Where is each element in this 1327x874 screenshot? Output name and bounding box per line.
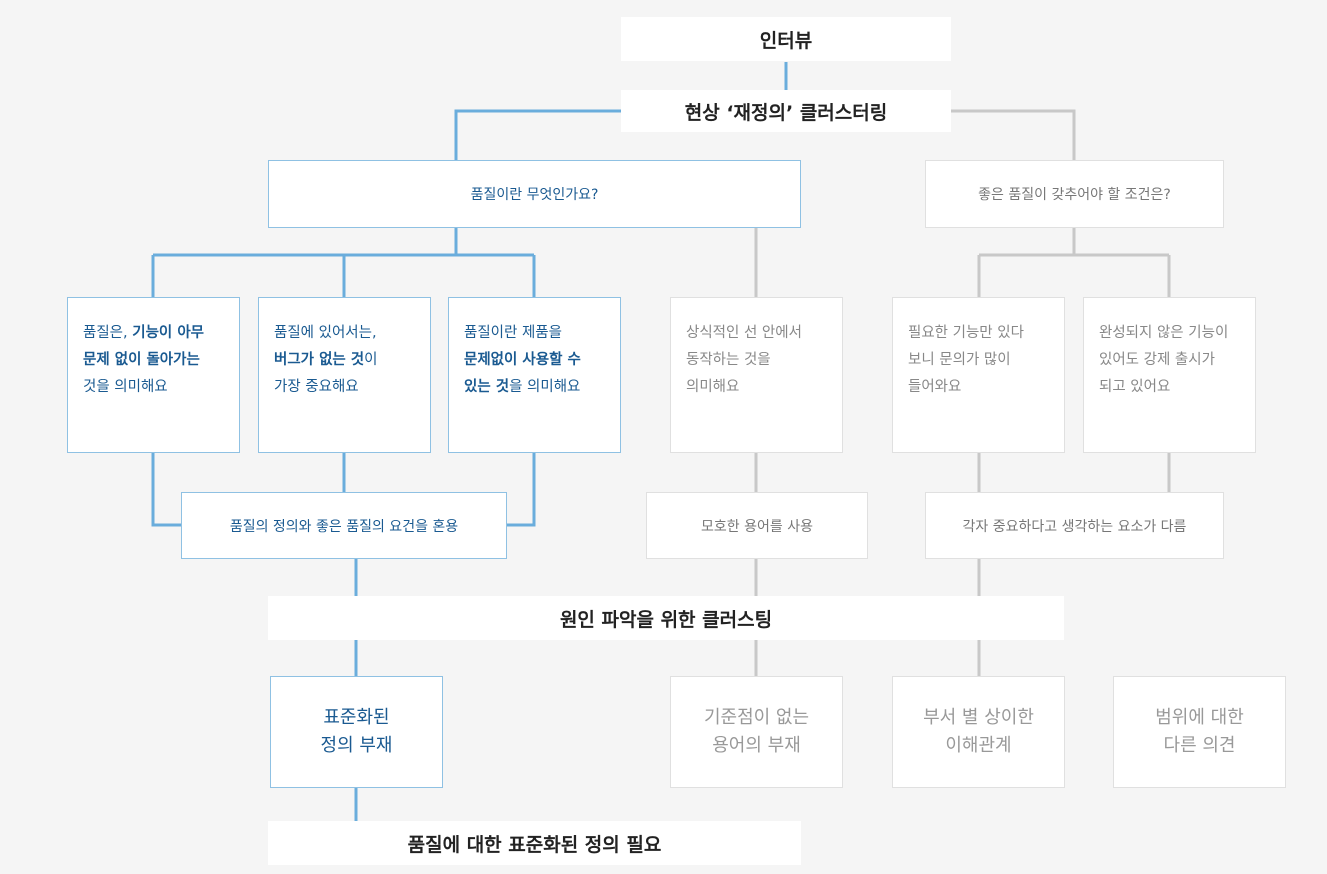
cause-2-line-1: 기준점이 없는	[703, 707, 810, 728]
summary-vague: 모호한 용어를 사용	[646, 492, 868, 559]
answer-card-4: 상식적인 선 안에서 동작하는 것을 의미해요	[670, 297, 843, 453]
answer-4-line-2: 동작하는 것을	[686, 352, 771, 368]
cause-card-3: 부서 별 상이한 이해관계	[892, 676, 1065, 788]
summary-mixed: 품질의 정의와 좋은 품질의 요건을 혼용	[181, 492, 507, 559]
cause-1-line-2: 정의 부재	[320, 735, 393, 756]
answer-4-line-3: 의미해요	[686, 379, 740, 395]
question-conditions: 좋은 품질이 갖추어야 할 조건은?	[925, 160, 1224, 228]
answer-2-line-3: 가장 중요해요	[274, 379, 359, 395]
line-conditions-branch	[977, 228, 1171, 297]
answer-1-line-2: 문제 없이 돌아가는	[83, 352, 200, 368]
line-question-branch	[151, 228, 536, 297]
cause-4-line-1: 범위에 대한	[1155, 707, 1244, 728]
answer-card-5: 필요한 기능만 있다 보니 문의가 많이 들어와요	[892, 297, 1065, 453]
answer-4-line-1: 상식적인 선 안에서	[686, 325, 802, 341]
cause-3-line-1: 부서 별 상이한	[923, 707, 1034, 728]
answer-5-line-1: 필요한 기능만 있다	[908, 325, 1024, 341]
answer-3-line-2: 문제없이 사용할 수	[464, 352, 581, 368]
answer-3-line-1: 품질이란 제품을	[464, 325, 562, 341]
question-what-is-quality: 품질이란 무엇인가요?	[268, 160, 801, 228]
line-clustering-left	[454, 109, 622, 160]
answer-3-line-3: 있는 것을 의미해요	[464, 379, 581, 395]
cause-card-2: 기준점이 없는 용어의 부재	[670, 676, 843, 788]
line-answers-to-mixed	[151, 453, 536, 527]
answer-card-2: 품질에 있어서는, 버그가 없는 것이 가장 중요해요	[258, 297, 431, 453]
answer-card-6: 완성되지 않은 기능이 있어도 강제 출시가 되고 있어요	[1083, 297, 1256, 453]
interview-header: 인터뷰	[621, 17, 951, 61]
cause-header: 원인 파악을 위한 클러스팅	[268, 596, 1064, 640]
cause-3-line-2: 이해관계	[945, 735, 1012, 756]
answer-card-3: 품질이란 제품을 문제없이 사용할 수 있는 것을 의미해요	[448, 297, 621, 453]
answer-5-line-3: 들어와요	[908, 379, 962, 395]
answer-6-line-3: 되고 있어요	[1099, 379, 1171, 395]
line-clustering-right	[951, 109, 1076, 160]
cause-4-line-2: 다른 의견	[1163, 735, 1236, 756]
answer-1-line-1: 품질은, 기능이 아무	[83, 325, 204, 341]
final-header: 품질에 대한 표준화된 정의 필요	[268, 821, 801, 865]
clustering-header: 현상 ‘재정의’ 클러스터링	[621, 90, 951, 132]
line-answers-to-different	[977, 453, 1171, 492]
summary-different: 각자 중요하다고 생각하는 요소가 다름	[925, 492, 1224, 559]
cause-card-1: 표준화된 정의 부재	[270, 676, 443, 788]
answer-2-line-1: 품질에 있어서는,	[274, 325, 377, 341]
cause-2-line-2: 용어의 부재	[712, 735, 801, 756]
cause-card-4: 범위에 대한 다른 의견	[1113, 676, 1286, 788]
answer-6-line-1: 완성되지 않은 기능이	[1099, 325, 1229, 341]
answer-5-line-2: 보니 문의가 많이	[908, 352, 1011, 368]
answer-card-1: 품질은, 기능이 아무 문제 없이 돌아가는 것을 의미해요	[67, 297, 240, 453]
cause-1-line-1: 표준화된	[323, 707, 390, 728]
answer-6-line-2: 있어도 강제 출시가	[1099, 352, 1215, 368]
answer-1-line-3: 것을 의미해요	[83, 379, 168, 395]
answer-2-line-2: 버그가 없는 것이	[274, 352, 378, 368]
